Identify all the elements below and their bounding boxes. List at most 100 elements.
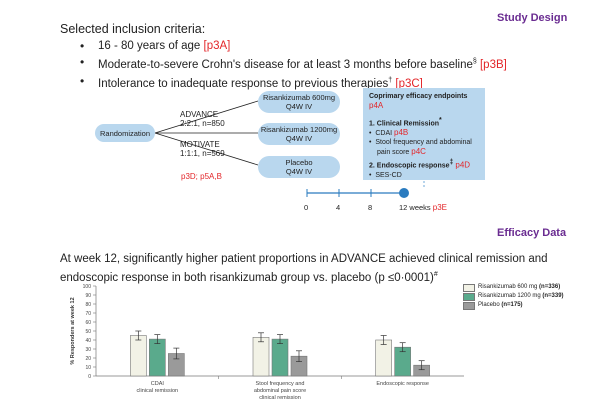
y-axis-label: % Responders at week 12 — [70, 297, 76, 364]
motivate-name: MOTIVATE — [180, 140, 220, 149]
endpoint-1: 1. Clinical Remission* — [369, 116, 479, 128]
efficacy-intro-sup: # — [433, 271, 438, 278]
endpoints-box: Coprimary efficacy endpoints p4A 1. Clin… — [363, 88, 485, 180]
timeline-axis — [306, 181, 425, 198]
y-tick-label: 100 — [83, 284, 92, 290]
endpoint-1-sub2: • Stool frequency and abdominal pain sco… — [369, 139, 472, 157]
y-tick-label: 40 — [85, 338, 91, 344]
timeline-ref: p3E — [432, 203, 448, 212]
timeline-tick-8: 8 — [368, 203, 373, 212]
efficacy-intro: At week 12, significantly higher patient… — [60, 252, 580, 286]
endpoint-2-sup: ‡ — [449, 159, 454, 167]
motivate-ratio: 1:1:1, n=569 — [180, 149, 225, 158]
legend-label: Risankizumab 1200 mg — [478, 293, 541, 299]
legend-n: (n=339) — [542, 293, 564, 299]
criteria-sup: § — [472, 58, 477, 65]
timeline-tick-4: 4 — [336, 203, 341, 212]
bar-chart-svg: 0 10 20 30 40 50 60 70 80 90 100 % Responders at we… — [70, 284, 464, 401]
endpoint-1-sub2-label: Stool frequency and abdominal pain score — [375, 139, 472, 157]
efficacy-title: Efficacy Data — [497, 227, 567, 239]
arm-name: Risankizumab 600mg — [262, 93, 336, 102]
legend-n: (n=175) — [501, 302, 523, 308]
arm-dose: Q4W IV — [285, 102, 313, 111]
y-tick-label: 0 — [88, 374, 91, 380]
arm-name: Placebo — [285, 158, 313, 167]
y-tick-label: 90 — [85, 293, 91, 299]
y-tick-label: 20 — [85, 356, 91, 362]
endpoint-2-label: 2. Endoscopic response — [369, 162, 450, 170]
x-category-label: abdominal pain score — [254, 388, 306, 394]
y-tick-label: 10 — [85, 365, 91, 371]
criteria-text: Intolerance to inadequate response to pr… — [98, 77, 389, 90]
x-category-label: Endoscopic response — [376, 381, 429, 387]
bar — [149, 338, 166, 377]
arm-dose: Q4W IV — [285, 134, 313, 143]
endpoints-title-row: Coprimary efficacy endpoints p4A — [369, 92, 479, 111]
legend-item-600: Risankizumab 600 mg (n=336) — [463, 283, 564, 292]
arm-placebo: Placebo Q4W IV — [258, 156, 340, 178]
arm-name: Risankizumab 1200mg — [260, 125, 338, 134]
criteria-item: Intolerance to inadequate response to pr… — [80, 73, 507, 92]
legend-swatch — [463, 283, 475, 292]
y-tick-label: 80 — [85, 302, 91, 308]
criteria-text: Moderate-to-severe Crohn's disease for a… — [98, 58, 473, 71]
legend-label: Placebo — [478, 302, 500, 308]
timeline-tick-12: 12 weeks p3E — [399, 203, 447, 212]
endpoint-1-sub1: • CDAI p4B — [369, 128, 409, 138]
timeline-tick-12-label: 12 weeks — [399, 203, 431, 212]
endpoint-2-sub1-label: SES-CD — [375, 171, 402, 179]
criteria-text: 16 - 80 years of age — [98, 40, 201, 52]
timeline-tick-0: 0 — [304, 203, 309, 212]
legend-n: (n=336) — [539, 284, 561, 290]
legend-label: Risankizumab 600 mg — [478, 284, 538, 290]
efficacy-intro-text: At week 12, significantly higher patient… — [60, 253, 548, 284]
advance-ratio: 2:2:1, n=850 — [180, 119, 225, 128]
ref-mid: p3D; p5A,B — [181, 172, 222, 181]
y-tick-label: 50 — [85, 329, 91, 335]
criteria-item: 16 - 80 years of age [p3A] — [80, 38, 507, 54]
endpoint-1-label: 1. Clinical Remission — [369, 120, 440, 128]
endpoint-1-sub1-ref: p4B — [394, 128, 409, 138]
criteria-ref: [p3A] — [203, 40, 231, 52]
chart-legend: Risankizumab 600 mg (n=336) Risankizumab… — [463, 283, 564, 310]
advance-name: ADVANCE — [180, 110, 219, 119]
randomization-label: Randomization — [99, 128, 151, 138]
bar — [252, 336, 270, 377]
criteria-item: Moderate-to-severe Crohn's disease for a… — [80, 54, 507, 73]
bar — [130, 335, 147, 377]
x-category-label: clinical remission — [137, 388, 179, 394]
endpoint-1-sub2-ref: p4C — [411, 147, 426, 157]
randomization-connectors — [154, 100, 259, 166]
arm-risankizumab-600: Risankizumab 600mg Q4W IV — [258, 91, 340, 113]
x-category-label: CDAI — [151, 381, 165, 387]
x-category-label: clinical remission — [259, 395, 301, 401]
legend-item-placebo: Placebo (n=175) — [463, 301, 564, 310]
criteria-ref: [p3B] — [479, 58, 507, 71]
criteria-heading: Selected inclusion criteria: — [60, 22, 206, 36]
endpoint-1-sup: * — [439, 117, 442, 124]
bar — [271, 338, 289, 377]
criteria-ref: [p3C] — [395, 77, 423, 90]
endpoint-2-ref: p4D — [455, 160, 471, 170]
legend-item-1200: Risankizumab 1200 mg (n=339) — [463, 292, 564, 301]
x-category-label: Stool frequency and — [256, 381, 305, 387]
arm-dose: Q4W IV — [285, 167, 313, 176]
y-tick-label: 30 — [85, 347, 91, 353]
bar — [375, 339, 392, 377]
motivate-label: MOTIVATE 1:1:1, n=569 — [180, 140, 225, 158]
randomization-pill: Randomization — [95, 124, 155, 142]
y-tick-label: 60 — [85, 320, 91, 326]
criteria-sup: † — [388, 76, 393, 84]
arm-risankizumab-1200: Risankizumab 1200mg Q4W IV — [258, 123, 340, 145]
legend-swatch — [463, 301, 475, 310]
efficacy-chart: 0 10 20 30 40 50 60 70 80 90 100 % Responders at we… — [64, 280, 594, 408]
endpoints-title-ref: p4A — [369, 101, 384, 110]
study-design-title: Study Design — [497, 12, 568, 24]
endpoints-title: Coprimary efficacy endpoints — [369, 93, 468, 100]
criteria-list: 16 - 80 years of age [p3A] Moderate-to-s… — [80, 38, 507, 92]
legend-swatch — [463, 292, 475, 301]
advance-label: ADVANCE 2:2:1, n=850 — [180, 110, 225, 128]
endpoint-1-sub1-label: CDAI — [375, 130, 393, 138]
endpoint-2: 2. Endoscopic response‡ p4D — [369, 158, 479, 170]
y-tick-label: 70 — [85, 311, 91, 317]
